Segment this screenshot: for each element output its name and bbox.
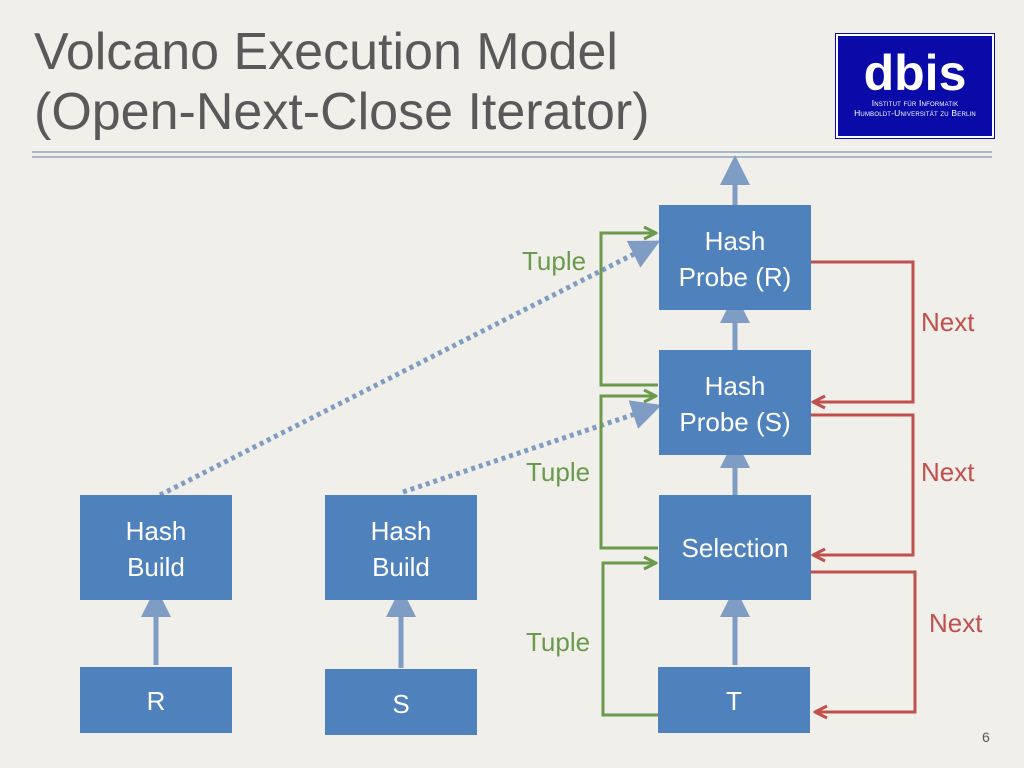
label-r: R — [147, 686, 166, 716]
tuple-flow-probe-s-to-probe-r — [599, 233, 658, 387]
title-divider-top — [32, 151, 992, 153]
dotted-link-build-s-to-probe-s — [402, 400, 662, 495]
box-s — [325, 669, 477, 735]
logo-university: Humboldt-Universität zu Berlin — [854, 108, 976, 118]
box-hash-probe-r — [659, 205, 811, 310]
label-hash-build-r-line1: Hash — [126, 516, 187, 546]
box-selection — [659, 495, 811, 600]
logo-wordmark: dbis — [863, 45, 967, 101]
label-hash-probe-r-line2: Probe (R) — [679, 262, 792, 292]
label-t: T — [726, 686, 742, 716]
box-hash-build-s — [325, 495, 477, 600]
label-hash-build-s-line2: Build — [372, 552, 430, 582]
tuple-flow-selection-to-probe-s — [599, 396, 658, 550]
box-hash-probe-s — [659, 350, 811, 455]
label-selection: Selection — [682, 533, 789, 563]
next-call-selection-to-t — [811, 570, 917, 712]
page-title: Volcano Execution Model (Open-Next-Close… — [34, 22, 650, 142]
tuple-label-1: Tuple — [522, 246, 586, 276]
next-label-1: Next — [921, 307, 975, 337]
tuple-label-3: Tuple — [526, 627, 590, 657]
next-label-3: Next — [929, 608, 983, 638]
title-line-2: (Open-Next-Close Iterator) — [34, 83, 650, 141]
title-line-1: Volcano Execution Model — [34, 23, 618, 81]
label-s: S — [392, 689, 409, 719]
box-hash-build-r — [80, 495, 232, 600]
next-call-probe-r-to-probe-s — [811, 260, 915, 402]
next-label-2: Next — [921, 457, 975, 487]
tuple-flow-t-to-selection — [601, 563, 658, 717]
page-number: 6 — [982, 729, 990, 745]
logo-institute: Institut für Informatik — [871, 98, 959, 108]
title-divider-bottom — [32, 156, 992, 158]
dotted-link-build-r-to-probe-r — [158, 240, 661, 498]
box-t — [658, 667, 810, 733]
label-hash-build-r-line2: Build — [127, 552, 185, 582]
tuple-label-2: Tuple — [526, 457, 590, 487]
label-hash-probe-s-line2: Probe (S) — [679, 407, 790, 437]
label-hash-probe-r-line1: Hash — [705, 226, 766, 256]
label-hash-probe-s-line1: Hash — [705, 371, 766, 401]
label-hash-build-s-line1: Hash — [371, 516, 432, 546]
box-r — [80, 667, 232, 733]
next-call-probe-s-to-selection — [811, 413, 915, 555]
dbis-logo: dbis Institut für Informatik Humboldt-Un… — [835, 33, 995, 139]
